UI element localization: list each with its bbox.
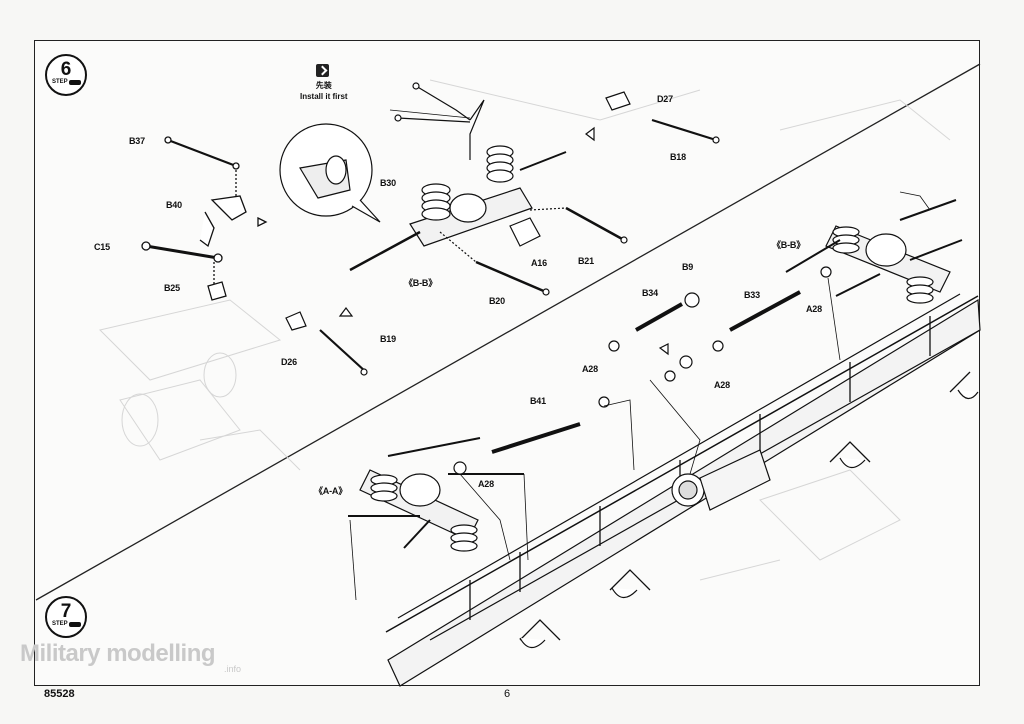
- part-label-a28-center: A28: [582, 364, 598, 374]
- step-6-word: STEP: [52, 79, 68, 85]
- section-label-b-b-step7: 《B-B》: [772, 240, 805, 250]
- part-label-c15: C15: [94, 242, 110, 252]
- pliers-icon: [69, 80, 81, 85]
- step-7-number: 7: [60, 601, 72, 622]
- step-6-badge: 6 STEP: [45, 54, 87, 96]
- watermark-subtext: .info: [224, 664, 242, 674]
- part-label-b19: B19: [380, 334, 396, 344]
- section-label-b-b-step6: 《B-B》: [404, 278, 437, 288]
- install-first-note: 先装 Install it first: [300, 80, 348, 102]
- part-label-b40: B40: [166, 200, 182, 210]
- install-first-icon: [316, 64, 329, 77]
- part-label-a28-left: A28: [478, 479, 494, 489]
- page-number: 6: [504, 688, 511, 700]
- part-label-d27: D27: [657, 94, 673, 104]
- part-label-b18: B18: [670, 152, 686, 162]
- part-label-b21: B21: [578, 256, 594, 266]
- watermark-text: Military modelling: [20, 640, 216, 667]
- step-6-number: 6: [60, 59, 72, 80]
- part-label-b25: B25: [164, 283, 180, 293]
- part-label-b20: B20: [489, 296, 505, 306]
- part-label-d26: D26: [281, 357, 297, 367]
- kit-code: 85528: [44, 688, 75, 700]
- step7-chassis-assembly: [348, 191, 981, 687]
- part-label-b9: B9: [682, 262, 694, 272]
- ghost-background-sketch: [99, 79, 951, 581]
- step6-axle-assembly: [279, 82, 720, 376]
- step6-left-parts: [141, 136, 268, 301]
- section-label-a-a: 《A-A》: [314, 486, 347, 496]
- part-label-b30: B30: [380, 178, 396, 188]
- part-label-b37: B37: [129, 136, 145, 146]
- part-label-b33: B33: [744, 290, 760, 300]
- part-label-b41: B41: [530, 396, 546, 406]
- part-label-b34: B34: [642, 288, 658, 298]
- install-first-english: Install it first: [300, 92, 348, 101]
- pliers-icon: [69, 622, 81, 627]
- part-label-a28-lower: A28: [714, 380, 730, 390]
- install-first-chinese: 先装: [315, 81, 332, 90]
- step-divider-line: [35, 63, 981, 601]
- step-7-word: STEP: [52, 621, 68, 627]
- part-label-a16: A16: [531, 258, 547, 268]
- step-7-badge: 7 STEP: [45, 596, 87, 638]
- part-label-a28-right: A28: [806, 304, 822, 314]
